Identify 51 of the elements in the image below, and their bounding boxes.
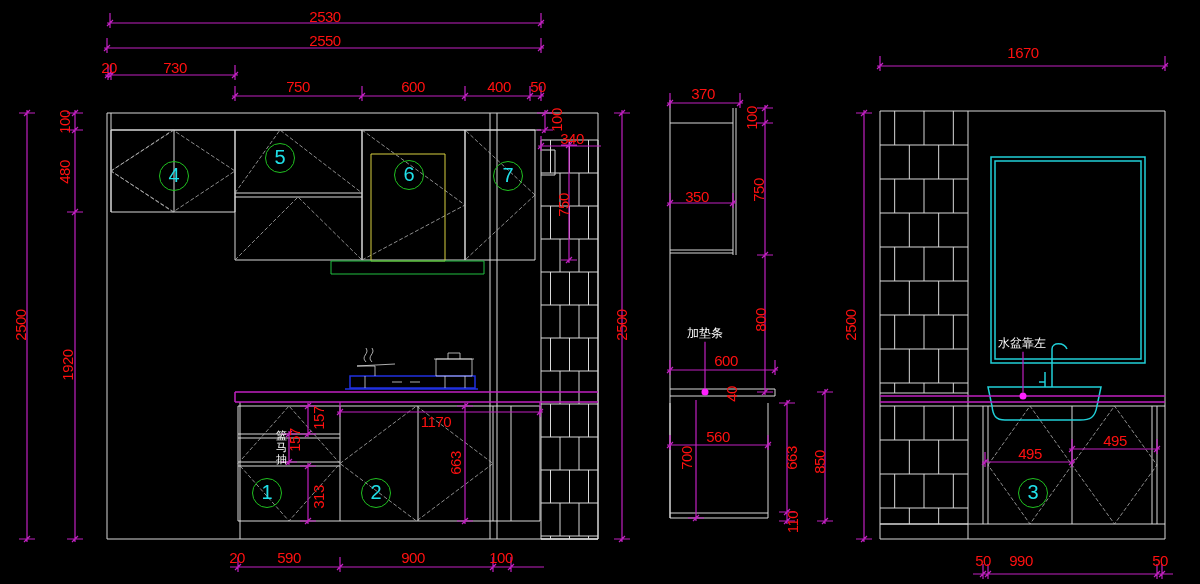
dimension-value: 50: [1152, 552, 1168, 568]
dimension-value: 560: [706, 428, 730, 444]
dimension-value: 663: [447, 451, 463, 475]
dimension-value: 100: [743, 106, 759, 130]
dimension-value: 2530: [309, 8, 341, 24]
dimension-value: 480: [56, 160, 72, 184]
dimension-value: 750: [555, 193, 571, 217]
dimension-value: 1170: [420, 413, 452, 429]
dimension-value: 2500: [842, 309, 858, 341]
dimension-value: 110: [784, 510, 800, 534]
dimension-value: 50: [975, 552, 991, 568]
dimension-value: 2550: [309, 32, 341, 48]
dimension-value: 313: [310, 485, 326, 509]
dimension-value: 370: [691, 85, 715, 101]
dimension-value: 700: [678, 446, 694, 470]
note-text: 水盆靠左: [997, 334, 1047, 352]
dimension-value: 340: [560, 130, 584, 146]
dimension-value: 663: [783, 446, 799, 470]
dimension-value: 900: [401, 549, 425, 565]
dimension-value: 100: [548, 108, 564, 132]
dimension-value: 495: [1103, 432, 1127, 448]
dimension-value: 750: [750, 178, 766, 202]
dimension-value: 20: [101, 59, 117, 75]
dimension-value: 157: [286, 428, 302, 452]
leader-line: [704, 340, 706, 390]
dimension-value: 600: [401, 78, 425, 94]
dimension-value: 100: [56, 110, 72, 134]
dimension-value: 495: [1018, 445, 1042, 461]
dimension-value: 1670: [1007, 44, 1039, 60]
dimension-value: 400: [487, 78, 511, 94]
dimension-value: 2500: [12, 309, 28, 341]
leader-line: [1022, 350, 1024, 394]
dimension-value: 350: [685, 188, 709, 204]
dimension-value: 850: [811, 450, 827, 474]
dimension-value: 40: [723, 386, 739, 402]
dimension-value: 50: [530, 78, 546, 94]
dimension-value: 730: [163, 59, 187, 75]
dimension-value: 800: [752, 308, 768, 332]
drawer-note: 篮马抽: [275, 428, 287, 466]
dimension-value: 100: [489, 549, 513, 565]
dimension-value: 750: [286, 78, 310, 94]
dimension-value: 157: [310, 406, 326, 430]
dimension-value: 590: [277, 549, 301, 565]
dimension-value: 2500: [613, 309, 629, 341]
leader-dot: [1019, 392, 1027, 400]
leader-dot: [701, 388, 709, 396]
dimension-value: 1920: [59, 349, 75, 381]
note-text: 加垫条: [686, 324, 724, 342]
dimension-value: 990: [1009, 552, 1033, 568]
dimension-value: 600: [714, 352, 738, 368]
dimension-value: 20: [229, 549, 245, 565]
